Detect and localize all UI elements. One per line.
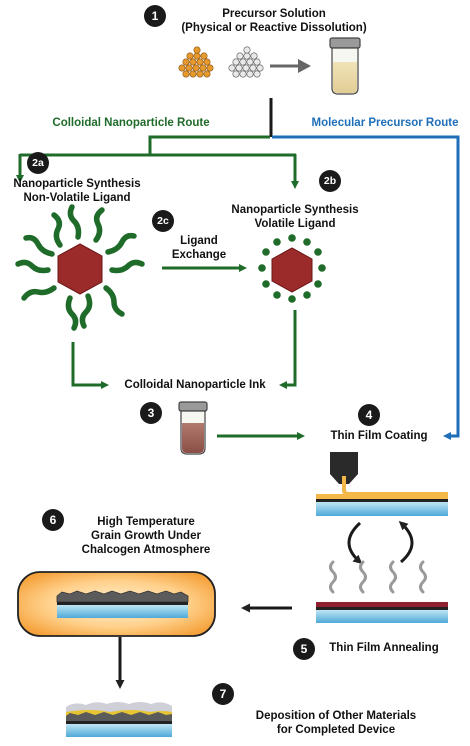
step-6-line-2: Grain Growth Under bbox=[91, 530, 201, 542]
step-1-badge: 1 bbox=[144, 5, 166, 27]
dissolve-arrowhead bbox=[298, 59, 311, 73]
coated-substrate bbox=[316, 494, 448, 516]
step-6-line-3: Chalcogen Atmosphere bbox=[81, 544, 211, 556]
precursor-vial-icon bbox=[329, 37, 361, 95]
cycle-arrows-icon bbox=[347, 520, 414, 564]
step-3-badge: 3 bbox=[140, 402, 162, 424]
arrow-2a-to-ink bbox=[71, 342, 109, 389]
arrow-2b-to-ink bbox=[279, 310, 297, 389]
molecular-route-label: Molecular Precursor Route bbox=[311, 117, 459, 129]
molecular-route-line bbox=[272, 135, 460, 440]
ink-vial-icon bbox=[178, 401, 208, 455]
step-7-line-2: for Completed Device bbox=[276, 724, 396, 736]
orange-powder-icon bbox=[178, 46, 214, 78]
step-2b-subtitle: Volatile Ligand bbox=[254, 218, 336, 230]
step-1-title: Precursor Solution bbox=[222, 8, 326, 20]
coating-nozzle-icon bbox=[330, 452, 448, 496]
annealed-substrate bbox=[316, 602, 448, 623]
step-2c-subtitle: Exchange bbox=[171, 249, 227, 261]
nanoparticle-long-ligand-icon bbox=[15, 204, 145, 331]
step-2a-title: Nanoparticle Synthesis bbox=[13, 178, 141, 190]
step-2c-title: Ligand bbox=[180, 235, 218, 247]
white-powder-icon bbox=[228, 46, 264, 78]
nanoparticle-short-ligand-icon bbox=[258, 234, 326, 303]
step-6-line-1: High Temperature bbox=[97, 516, 195, 528]
step-3-label: Colloidal Nanoparticle Ink bbox=[124, 379, 266, 391]
step-2c-badge: 2c bbox=[152, 210, 174, 232]
step-1-subtitle: (Physical or Reactive Dissolution) bbox=[181, 22, 367, 34]
step-7-line-1: Deposition of Other Materials bbox=[255, 710, 417, 722]
step-4-label: Thin Film Coating bbox=[330, 430, 428, 442]
step-5-badge: 5 bbox=[293, 638, 315, 660]
heat-wave-icon bbox=[329, 560, 427, 594]
step-5-label: Thin Film Annealing bbox=[329, 642, 439, 654]
step-2a-badge: 2a bbox=[27, 152, 49, 174]
film-stack-icon bbox=[66, 702, 172, 737]
furnace-icon bbox=[17, 571, 216, 637]
step-4-badge: 4 bbox=[358, 404, 380, 426]
step-7-badge: 7 bbox=[212, 683, 234, 705]
colloidal-route-line bbox=[148, 135, 270, 155]
step-2b-badge: 2b bbox=[319, 170, 341, 192]
colloidal-route-label: Colloidal Nanoparticle Route bbox=[52, 117, 210, 129]
step-2b-title: Nanoparticle Synthesis bbox=[231, 204, 359, 216]
step-6-badge: 6 bbox=[42, 509, 64, 531]
step-2a-subtitle: Non-Volatile Ligand bbox=[23, 192, 131, 204]
